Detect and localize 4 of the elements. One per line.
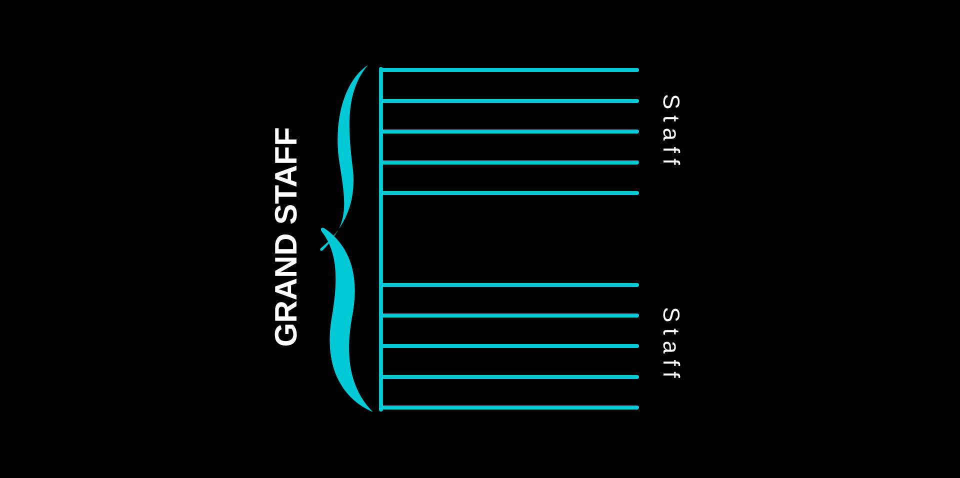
brace [320, 65, 373, 412]
grand-staff-label: GRAND STAFF [270, 127, 302, 347]
staff-label: Staff [660, 306, 682, 384]
staff-label: Staff [660, 93, 682, 171]
